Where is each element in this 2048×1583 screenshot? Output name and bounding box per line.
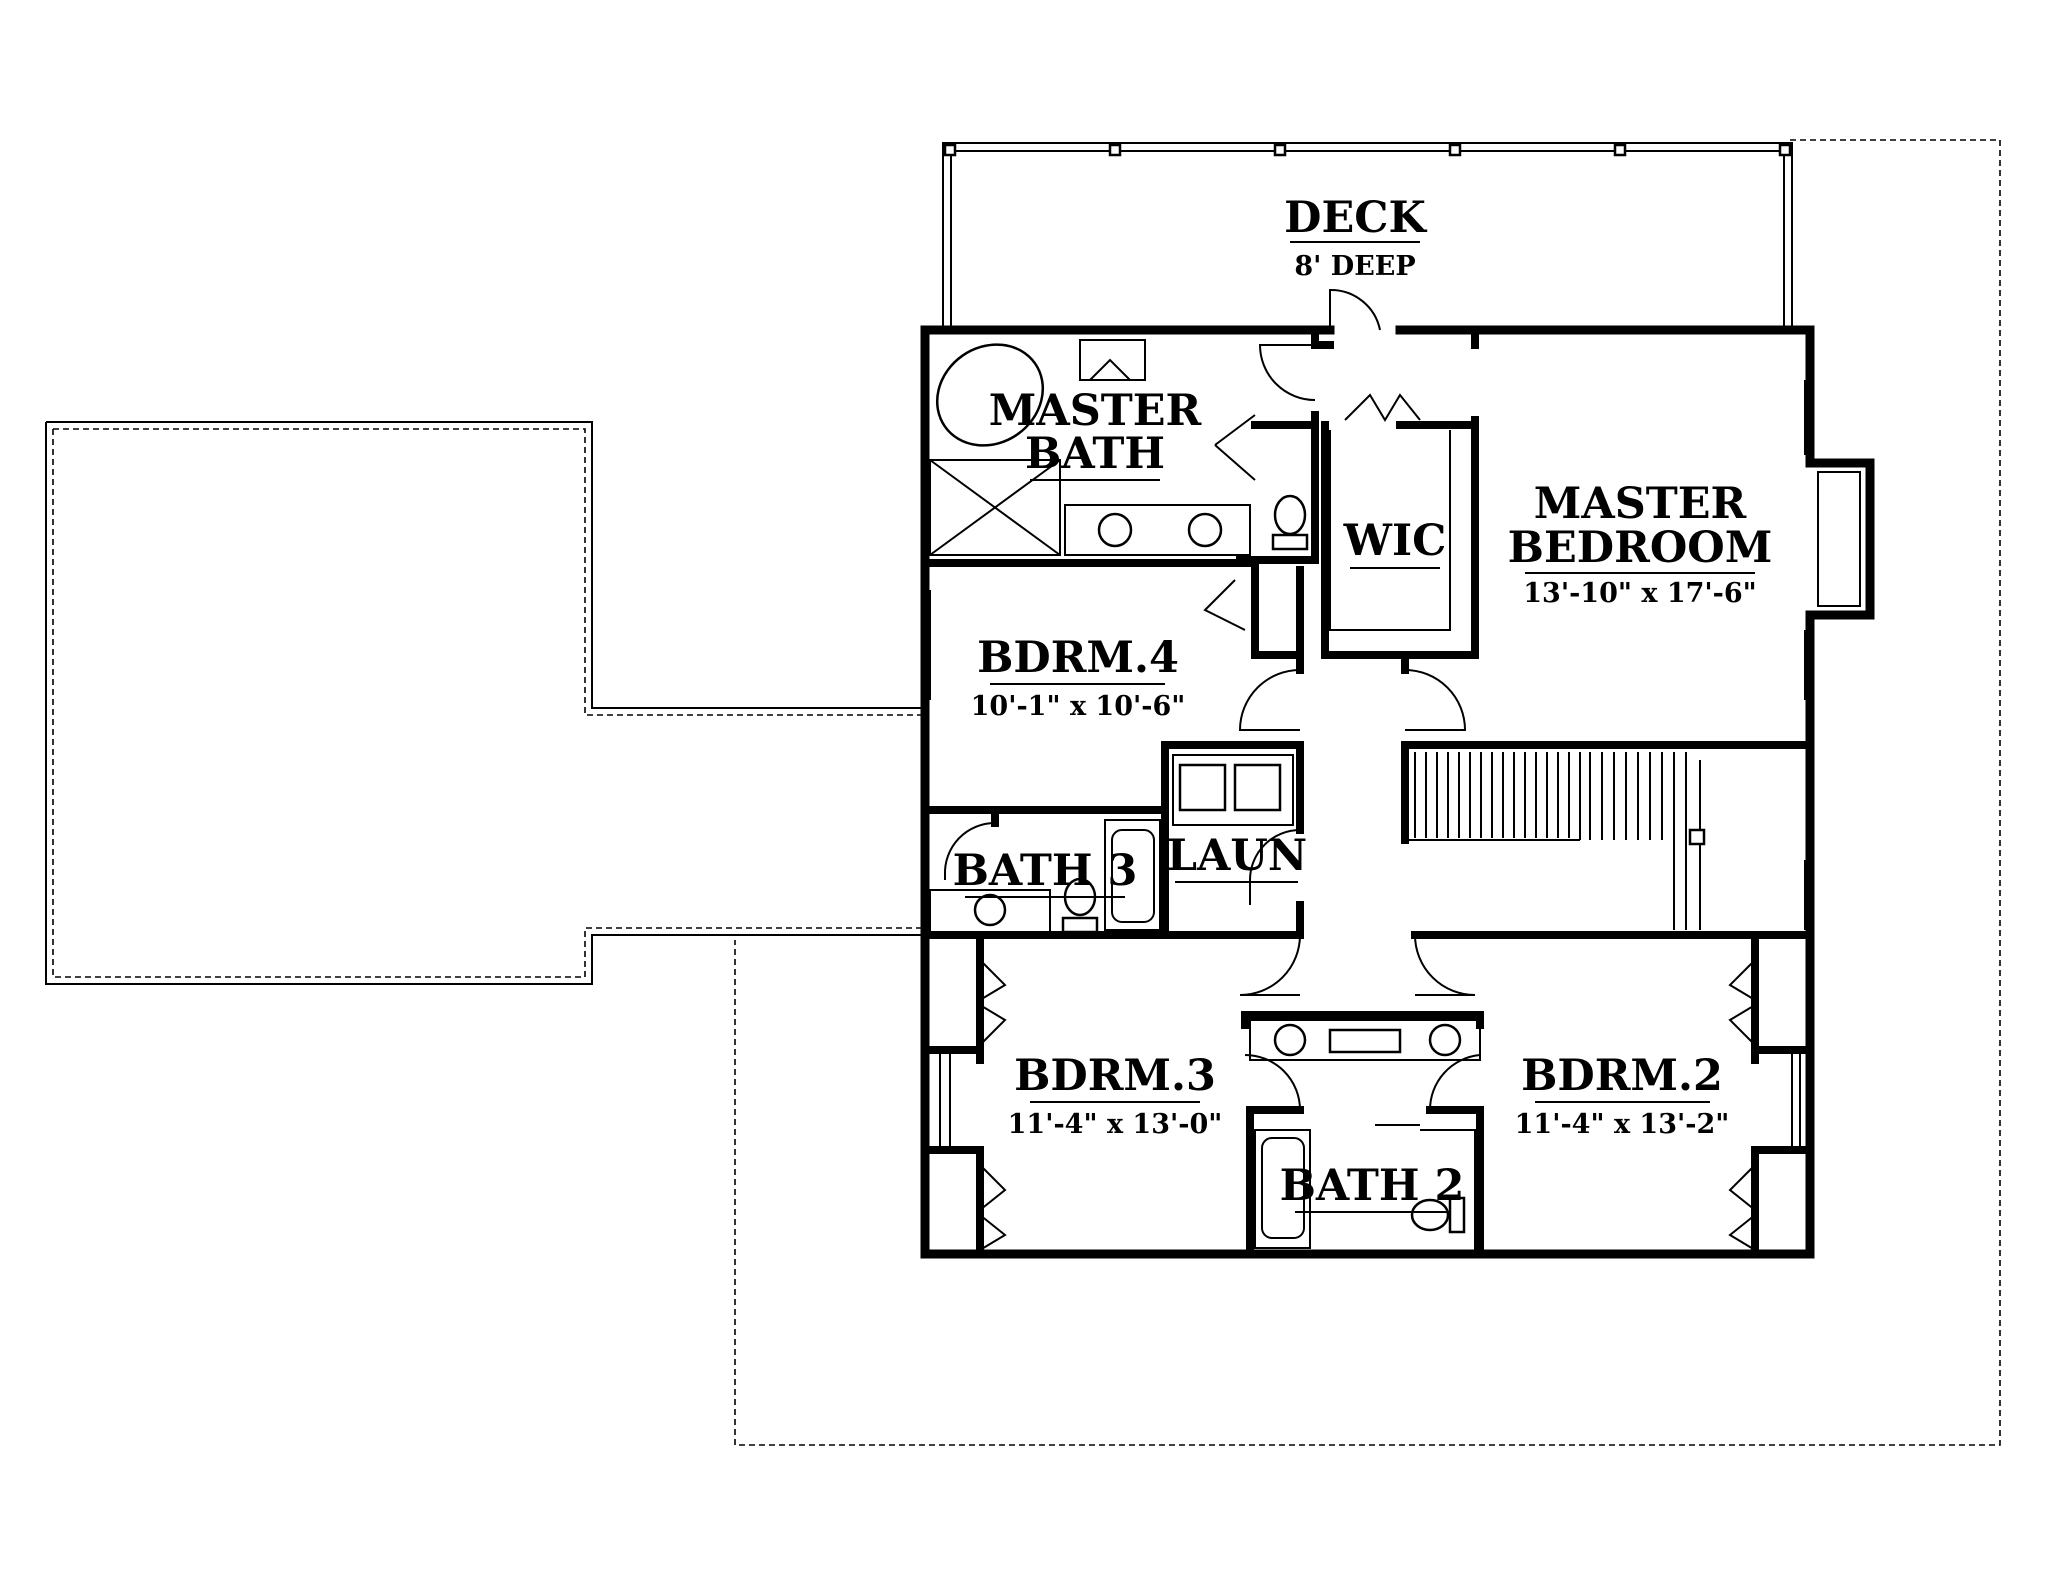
doors [943, 288, 1756, 1251]
interior-walls [921, 331, 1814, 1258]
bath3-name: BATH 3 [953, 846, 1138, 896]
label-master-bedroom: MASTER BEDROOM 13'-10" x 17'-6" [1508, 479, 1773, 609]
label-deck: DECK 8' DEEP [1284, 193, 1427, 282]
staircase [1401, 741, 1706, 930]
bath2-fixtures [1249, 1019, 1481, 1250]
wic-name: WIC [1343, 516, 1447, 566]
label-bath2: BATH 2 [1280, 1161, 1465, 1213]
label-bdrm3: BDRM.3 11'-4" x 13'-0" [1008, 1051, 1223, 1140]
label-bath3: BATH 3 [953, 846, 1138, 898]
roof-outline-right [734, 139, 2001, 1446]
bdrm2-size: 11'-4" x 13'-2" [1515, 1109, 1730, 1140]
bdrm3-name: BDRM.3 [1014, 1051, 1216, 1101]
deck [942, 142, 1793, 328]
label-wic: WIC [1343, 516, 1447, 569]
bdrm4-name: BDRM.4 [977, 633, 1179, 683]
master-bedroom-line1: MASTER [1534, 479, 1747, 529]
roof-outline-left [45, 421, 925, 985]
laundry-fixtures [1172, 754, 1294, 826]
chimney [1805, 458, 1875, 620]
deck-size: 8' DEEP [1294, 251, 1415, 282]
label-laun: LAUN [1167, 831, 1307, 883]
master-bath-line1: MASTER [989, 386, 1202, 436]
label-master-bath: MASTER BATH [989, 386, 1202, 481]
bdrm2-name: BDRM.2 [1521, 1051, 1723, 1101]
master-bath-line2: BATH [1025, 429, 1165, 479]
deck-name: DECK [1284, 193, 1427, 243]
bdrm3-size: 11'-4" x 13'-0" [1008, 1109, 1223, 1140]
master-bedroom-line2: BEDROOM [1508, 523, 1773, 573]
bath2-name: BATH 2 [1280, 1161, 1465, 1211]
label-bdrm4: BDRM.4 10'-1" x 10'-6" [971, 633, 1186, 722]
label-bdrm2: BDRM.2 11'-4" x 13'-2" [1515, 1051, 1730, 1140]
laun-name: LAUN [1167, 831, 1307, 881]
bdrm4-size: 10'-1" x 10'-6" [971, 691, 1186, 722]
master-bath-fixtures [929, 339, 1309, 556]
master-bedroom-size: 13'-10" x 17'-6" [1523, 578, 1756, 609]
windows [929, 380, 1806, 1150]
